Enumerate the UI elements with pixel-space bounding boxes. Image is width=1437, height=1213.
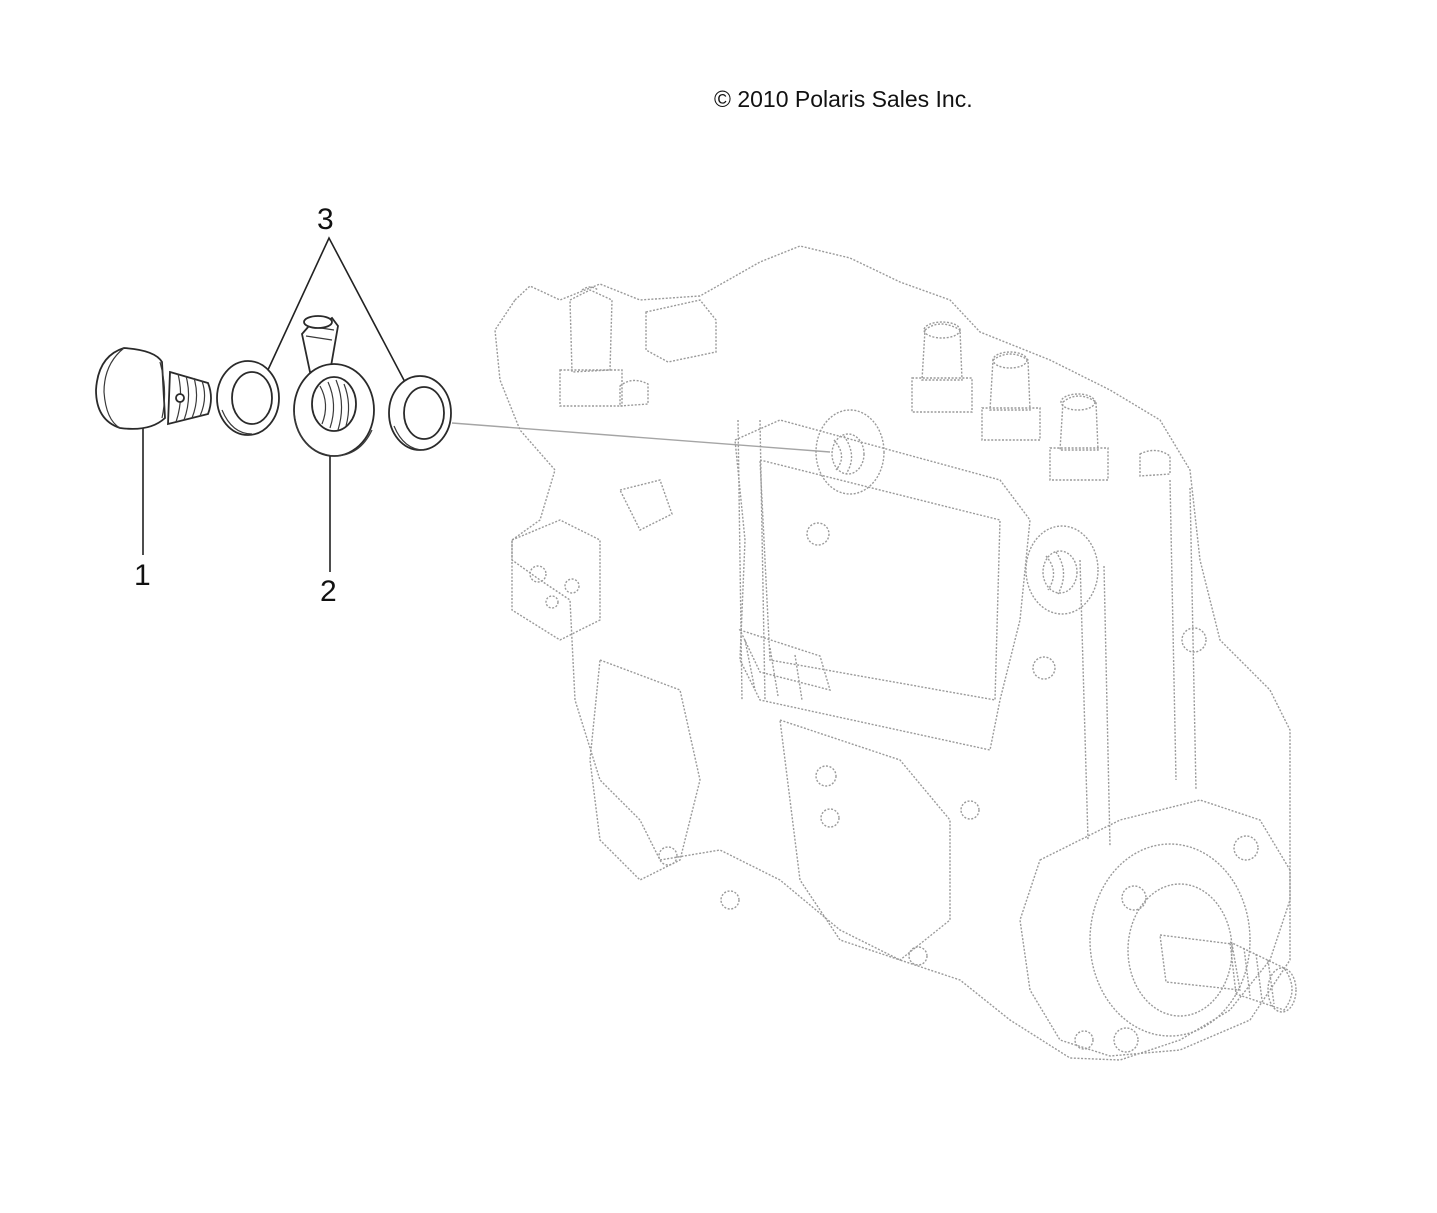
leader-3 <box>266 236 407 385</box>
delivery-valve-2 <box>911 321 973 413</box>
sealing-washer-left <box>216 360 280 436</box>
banjo-fitting <box>293 315 375 457</box>
leader-lines <box>142 236 831 572</box>
leader-assembly <box>451 422 831 453</box>
hex-nut-top <box>645 299 717 363</box>
injection-pump-assembly <box>494 245 1297 1061</box>
copyright-notice: © 2010 Polaris Sales Inc. <box>714 86 973 112</box>
callout-3: 3 <box>317 203 334 236</box>
drive-shaft <box>1159 934 1297 1013</box>
banjo-bolt <box>95 347 212 430</box>
banjo-port-lower <box>1025 525 1099 615</box>
side-bracket <box>511 519 601 641</box>
sealing-washer-right <box>388 375 452 451</box>
delivery-valve-4 <box>1049 393 1109 481</box>
callout-2: 2 <box>320 575 337 608</box>
delivery-valve-1 <box>559 286 623 407</box>
mounting-flange <box>1019 799 1291 1057</box>
callout-1: 1 <box>134 559 151 592</box>
banjo-port-upper <box>815 409 885 495</box>
delivery-valve-3 <box>981 351 1041 441</box>
control-lever <box>738 628 832 691</box>
